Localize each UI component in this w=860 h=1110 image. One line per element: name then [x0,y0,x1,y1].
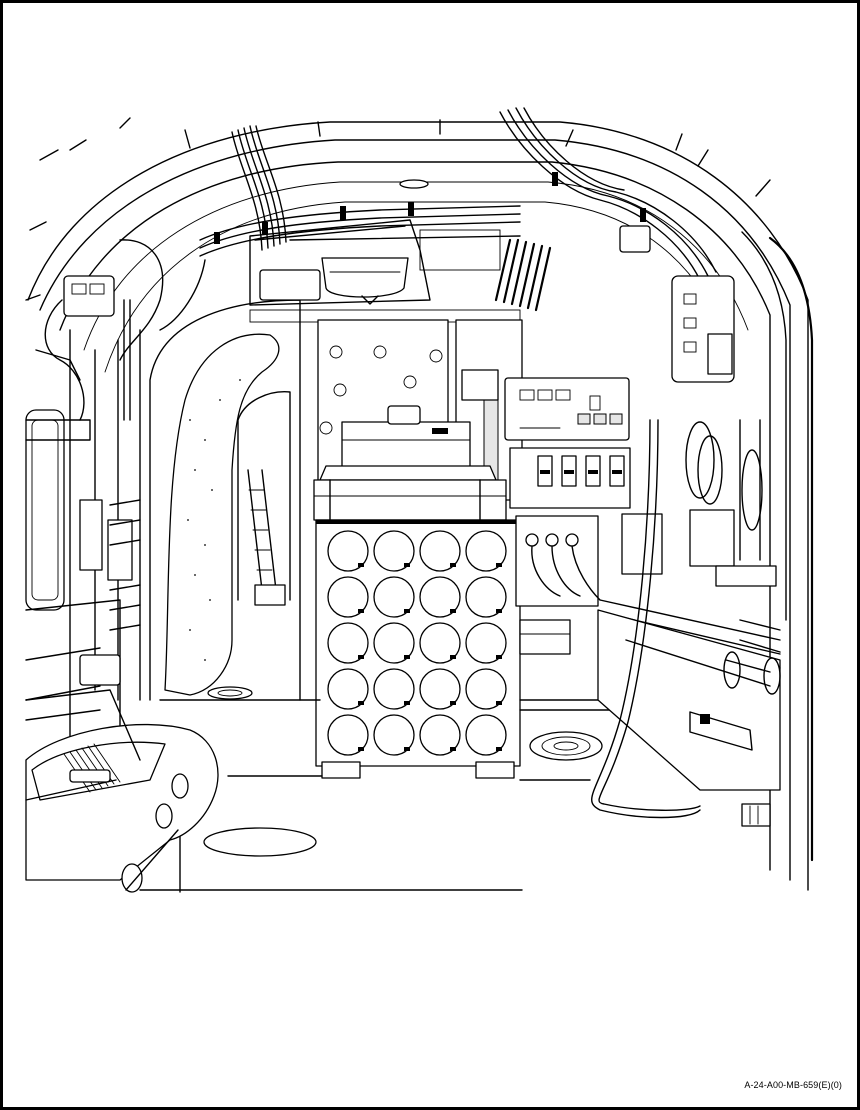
foreground-seat [25,689,219,893]
right-equipment-rack [461,369,631,761]
figure-id-label: A-24-A00-MB-659(E)(0) [744,1080,842,1090]
floor [139,699,591,893]
left-doorway [149,299,301,701]
insulation-dots [187,379,241,661]
overhead-cable-bundles [119,107,717,361]
fuselage-frame [25,117,814,891]
right-wall [591,225,781,827]
ceiling [249,179,521,323]
launcher-tubes [327,530,507,756]
rib-ticks [25,117,771,301]
left-wall-slats [109,499,141,631]
center-rack [313,405,521,779]
left-wall [25,275,141,801]
